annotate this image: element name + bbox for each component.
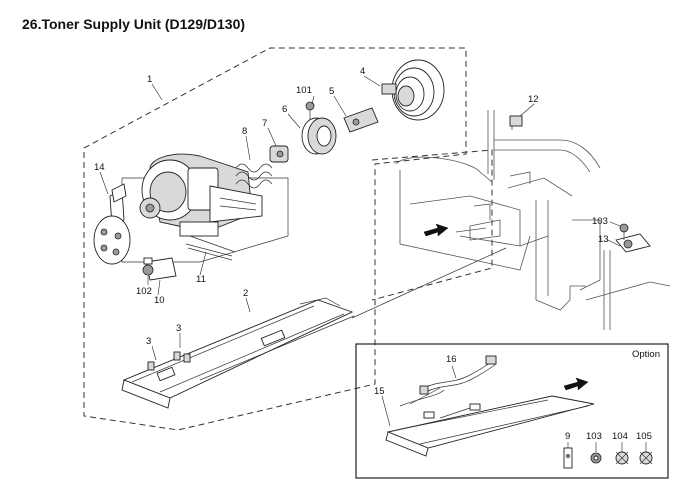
option-small-parts	[381, 365, 653, 469]
part-10-bracket	[142, 257, 177, 281]
callout-101: 101	[296, 85, 312, 96]
part-11-rod	[185, 243, 233, 261]
option-box	[355, 343, 669, 479]
option-callout-104: 104	[612, 431, 628, 442]
callout-103: 103	[592, 216, 608, 227]
part-4-bottle-holder	[381, 59, 445, 121]
callout-8: 8	[242, 126, 247, 137]
callout-3a: 3	[176, 323, 181, 334]
callout-14: 14	[94, 162, 105, 173]
callout-102: 102	[136, 286, 152, 297]
option-part-16-harness	[419, 355, 497, 395]
assembly-boundary	[83, 47, 467, 431]
callout-12: 12	[528, 94, 539, 105]
callout-13: 13	[598, 234, 609, 245]
motor-assembly	[121, 153, 289, 263]
part-6-joint	[301, 117, 337, 155]
callout-4: 4	[360, 66, 365, 77]
callout-6: 6	[282, 104, 287, 115]
part-7-coupling	[269, 145, 289, 163]
callout-2: 2	[243, 288, 248, 299]
machine-frame	[371, 110, 671, 330]
option-part-15-tray	[385, 387, 595, 457]
option-callout-15: 15	[374, 386, 385, 397]
callout-7: 7	[262, 118, 267, 129]
option-callout-105: 105	[636, 431, 652, 442]
callout-5: 5	[329, 86, 334, 97]
option-callout-16: 16	[446, 354, 457, 365]
part-5-holder	[343, 107, 379, 133]
part-2-tray	[121, 297, 355, 409]
option-callout-103: 103	[586, 431, 602, 442]
option-arrow	[563, 377, 589, 391]
callout-1: 1	[147, 74, 152, 85]
part-8-spring	[235, 163, 273, 189]
part-12-clip	[509, 115, 523, 130]
part-101-screw	[305, 101, 315, 120]
callout-3b: 3	[146, 336, 151, 347]
option-callout-9: 9	[565, 431, 570, 442]
insertion-arrow	[423, 223, 449, 237]
tray-connector-line	[351, 247, 507, 319]
page-title: 26.Toner Supply Unit (D129/D130)	[22, 16, 246, 32]
callout-10: 10	[154, 295, 165, 306]
part-14-bracket	[93, 183, 131, 265]
option-label: Option	[632, 349, 660, 360]
part-13-bracket	[615, 223, 651, 253]
callout-11: 11	[196, 274, 206, 285]
